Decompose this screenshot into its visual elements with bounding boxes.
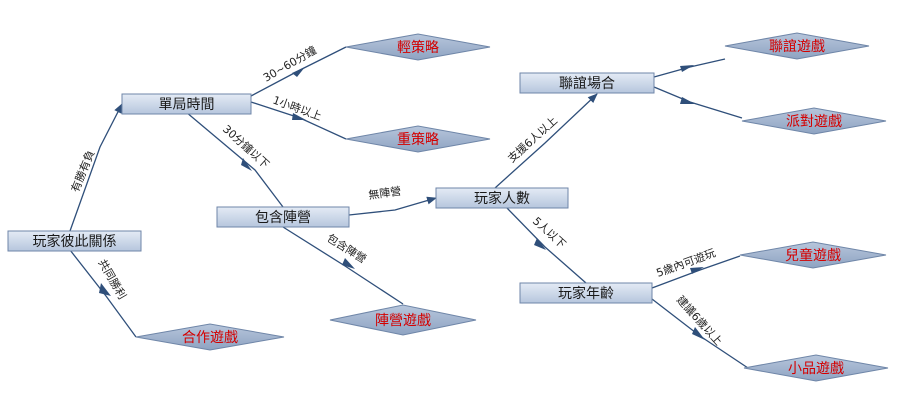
edge-label-age6: 建議6歲以上 bbox=[674, 293, 726, 348]
edge-roundtime-camp bbox=[185, 111, 284, 208]
node-camp: 包含陣營 bbox=[216, 206, 350, 228]
arrowhead-age bbox=[534, 238, 546, 250]
edge-label-no-camp: 無陣營 bbox=[367, 184, 402, 202]
arrowhead-filler bbox=[692, 327, 705, 340]
node-relation-label: 玩家彼此關係 bbox=[33, 233, 117, 250]
edge-camp-players bbox=[348, 196, 437, 216]
arrowhead-kids bbox=[690, 267, 704, 274]
leaf-filler: 小品遊戲 bbox=[743, 354, 889, 382]
edge-label-six-up: 支援6人以上 bbox=[505, 113, 560, 165]
node-camp-label: 包含陣營 bbox=[255, 210, 311, 226]
decision-nodes: 玩家彼此關係 單局時間 包含陣營 玩家人數 聯誼場合 玩家年齡 bbox=[7, 72, 655, 304]
leaf-party-label: 派對遊戲 bbox=[786, 114, 842, 130]
edge-players-social bbox=[494, 93, 598, 189]
arrowhead-friend bbox=[680, 65, 694, 72]
node-age-label: 玩家年齡 bbox=[558, 285, 614, 302]
leaf-light-label: 輕策略 bbox=[397, 39, 439, 56]
leaf-team-label: 陣營遊戲 bbox=[375, 313, 431, 329]
edge-label-common-win: 共同勝利 bbox=[95, 257, 129, 302]
edge-age-kids bbox=[651, 255, 741, 289]
leaf-heavy: 重策略 bbox=[345, 125, 491, 153]
edge-camp-team bbox=[282, 226, 404, 305]
edge-relation-coop bbox=[69, 249, 137, 338]
node-social-label: 聯誼場合 bbox=[559, 76, 615, 92]
leaf-heavy-label: 重策略 bbox=[397, 131, 439, 148]
arrowhead-light bbox=[292, 67, 305, 77]
leaf-friend-label: 聯誼遊戲 bbox=[769, 39, 825, 55]
edge-social-party bbox=[653, 86, 743, 119]
node-relation: 玩家彼此關係 bbox=[7, 230, 142, 252]
node-social: 聯誼場合 bbox=[519, 72, 655, 94]
edge-label-win-lose: 有勝有負 bbox=[68, 148, 97, 194]
leaf-nodes: 輕策略 重策略 合作遊戲 陣營遊戲 聯誼遊戲 派對遊戲 兒童遊戲 小品遊戲 bbox=[135, 32, 889, 382]
arrowhead-heavy bbox=[292, 113, 306, 120]
leaf-friend: 聯誼遊戲 bbox=[724, 32, 870, 60]
node-age: 玩家年齡 bbox=[519, 282, 653, 304]
leaf-kids-label: 兒童遊戲 bbox=[785, 247, 841, 264]
leaf-party: 派對遊戲 bbox=[741, 107, 887, 135]
arrowhead-party bbox=[680, 97, 695, 104]
arrowhead-coop bbox=[99, 283, 111, 296]
node-players: 玩家人數 bbox=[435, 187, 569, 209]
leaf-kids: 兒童遊戲 bbox=[739, 241, 887, 269]
edge-social-friend bbox=[653, 58, 726, 78]
node-round-time-label: 單局時間 bbox=[159, 97, 215, 113]
leaf-light: 輕策略 bbox=[345, 33, 491, 61]
node-players-label: 玩家人數 bbox=[474, 190, 530, 207]
leaf-coop: 合作遊戲 bbox=[135, 323, 285, 351]
arrowheads bbox=[99, 65, 705, 340]
leaf-coop-label: 合作遊戲 bbox=[182, 330, 238, 346]
edge-relation-roundtime bbox=[69, 103, 123, 232]
edge-players-age bbox=[505, 206, 587, 284]
arrowhead-camp bbox=[241, 158, 252, 171]
node-round-time: 單局時間 bbox=[121, 93, 252, 115]
leaf-team: 陣營遊戲 bbox=[329, 304, 477, 336]
leaf-filler-label: 小品遊戲 bbox=[788, 361, 844, 377]
edge-label-30-60: 30~60分鐘 bbox=[261, 43, 319, 85]
arrowhead-team bbox=[342, 258, 355, 269]
